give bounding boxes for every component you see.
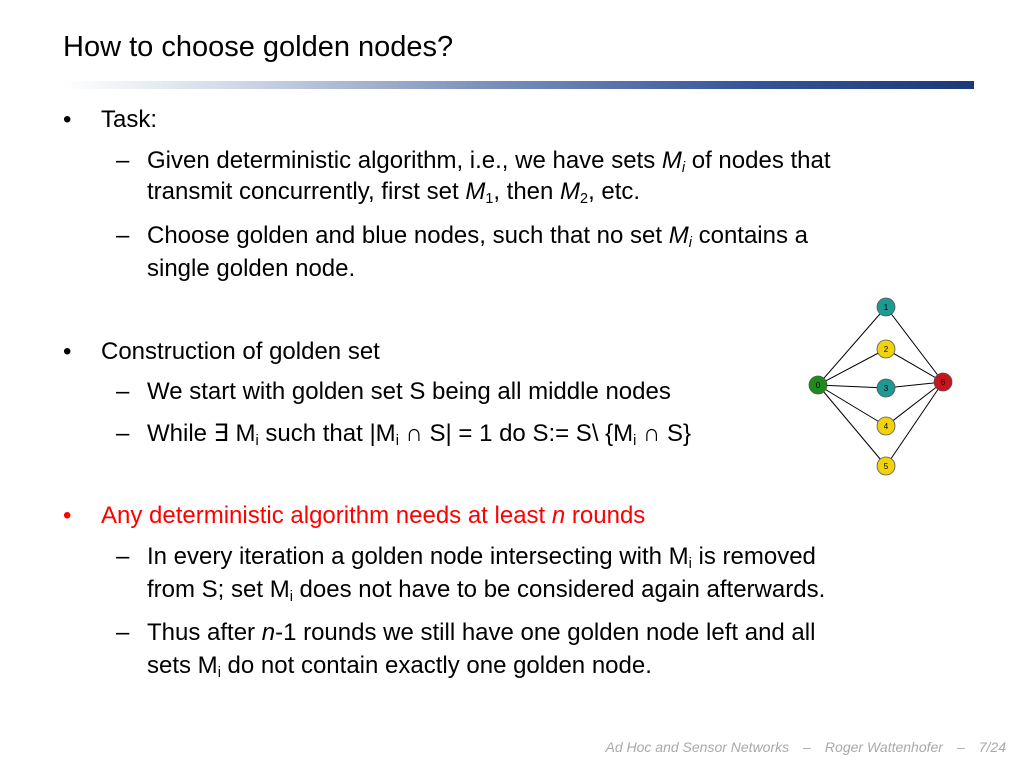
bullet-lower-bound-heading: Any deterministic algorithm needs at lea…: [101, 502, 645, 530]
subscript: i: [633, 433, 637, 449]
text: ∩ S| = 1 do S:= S\ {M: [398, 420, 634, 447]
graph-node-5: [876, 456, 896, 476]
graph-edges: [817, 306, 944, 467]
dash: –: [116, 619, 130, 646]
title-underline-bar: [63, 81, 974, 89]
bullet: •: [63, 502, 72, 529]
footer-separator: –: [803, 739, 811, 755]
graph-node-label: 6: [941, 378, 946, 387]
subscript: i: [395, 433, 399, 449]
edge-6-2: [885, 348, 944, 383]
subscript: i: [681, 160, 686, 176]
text: In every iteration a golden node interse…: [147, 543, 689, 570]
edge-0-1: [817, 306, 887, 386]
task-item-2-line-1: Choose golden and blue nodes, such that …: [147, 222, 808, 250]
footer-course: Ad Hoc and Sensor Networks: [605, 739, 790, 755]
subscript: 1: [485, 191, 494, 207]
math-var: M: [465, 178, 486, 205]
subscript: i: [255, 433, 259, 449]
lower-bound-item-1-line-2: from S; set Mi does not have to be consi…: [147, 576, 825, 604]
math-var: M: [668, 222, 689, 249]
subscript: i: [289, 589, 293, 605]
edge-0-3: [817, 384, 887, 389]
text: -1 rounds we still have one golden node …: [275, 619, 816, 646]
bullet: •: [63, 106, 72, 133]
text: does not have to be considered again aft…: [292, 576, 826, 603]
lower-bound-item-2-line-1: Thus after n-1 rounds we still have one …: [147, 619, 815, 647]
lower-bound-item-2-line-2: sets Mi do not contain exactly one golde…: [147, 652, 652, 680]
bullet: •: [63, 338, 72, 365]
slide-title: How to choose golden nodes?: [63, 31, 454, 63]
graph-node-3: [876, 378, 896, 398]
text: , then: [493, 178, 561, 205]
construction-item-1: We start with golden set S being all mid…: [147, 378, 671, 405]
slide-footer: Ad Hoc and Sensor Networks–Roger Wattenh…: [605, 738, 1006, 756]
math-var: n: [551, 502, 566, 529]
text: rounds: [565, 502, 646, 529]
edge-6-5: [885, 381, 944, 467]
graph-node-4: [876, 416, 896, 436]
graph-nodes: 0 1 2 3 4 5 6: [808, 297, 953, 476]
dash: –: [116, 420, 130, 447]
graph-node-label: 2: [884, 345, 889, 354]
graph-node-label: 3: [884, 384, 889, 393]
text: ∩ S}: [636, 420, 691, 447]
text: do not contain exactly one golden node.: [220, 652, 652, 679]
footer-separator: –: [956, 739, 965, 755]
graph-node-2: [876, 339, 896, 359]
text: from S; set M: [147, 576, 290, 603]
text: transmit concurrently, first set: [147, 178, 466, 205]
graph-node-6: [933, 372, 953, 392]
math-var: n: [261, 619, 276, 646]
dash: –: [116, 543, 130, 570]
math-var: M: [661, 147, 682, 174]
dash: –: [116, 222, 130, 249]
task-item-1-line-1: Given deterministic algorithm, i.e., we …: [147, 147, 831, 175]
lower-bound-item-1-line-1: In every iteration a golden node interse…: [147, 543, 816, 571]
text: While ∃ M: [147, 420, 256, 447]
footer-page-number: 7/24: [978, 739, 1006, 755]
text: of nodes that: [685, 147, 831, 174]
text: sets M: [147, 652, 218, 679]
edge-6-3: [885, 381, 944, 389]
dash: –: [116, 378, 130, 405]
bullet-task-heading: Task:: [101, 106, 158, 133]
edge-0-2: [817, 348, 887, 386]
edge-6-1: [885, 306, 944, 383]
text: is removed: [691, 543, 816, 570]
subscript: i: [688, 556, 692, 572]
math-var: M: [560, 178, 581, 205]
graph-node-label: 5: [884, 462, 889, 471]
text: Any deterministic algorithm needs at lea…: [101, 502, 552, 529]
text: Thus after: [147, 619, 262, 646]
text: such that |M: [258, 420, 396, 447]
bullet-construction-heading: Construction of golden set: [101, 338, 380, 365]
subscript: i: [217, 665, 221, 681]
edge-0-5: [817, 384, 887, 467]
subscript: i: [688, 235, 692, 251]
text: , etc.: [588, 178, 641, 205]
edge-0-4: [817, 384, 887, 427]
footer-author: Roger Wattenhofer: [824, 739, 943, 755]
task-item-2-line-2: single golden node.: [147, 255, 356, 282]
node-graph-diagram: 0 1 2 3 4 5 6: [808, 297, 953, 476]
graph-node-1: [876, 297, 896, 317]
text: Given deterministic algorithm, i.e., we …: [147, 147, 662, 174]
graph-node-label: 4: [884, 422, 889, 431]
graph-node-label: 1: [884, 303, 889, 312]
text: contains a: [691, 222, 808, 249]
edge-6-4: [885, 381, 944, 427]
construction-item-2: While ∃ Mi such that |Mi ∩ S| = 1 do S:=…: [147, 420, 691, 448]
task-item-1-line-2: transmit concurrently, first set M1, the…: [147, 178, 640, 206]
text: Choose golden and blue nodes, such that …: [147, 222, 669, 249]
graph-node-0: [808, 375, 828, 395]
graph-node-label: 0: [816, 381, 821, 390]
dash: –: [116, 147, 130, 174]
subscript: 2: [580, 191, 589, 207]
